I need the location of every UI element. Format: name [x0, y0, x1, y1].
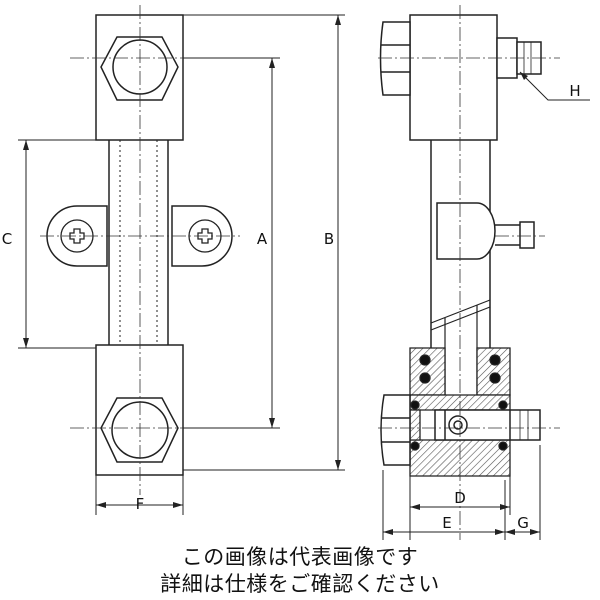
o-ring-icon — [489, 372, 501, 384]
side-bottom-assembly — [380, 394, 541, 466]
dimension-label-b: B — [324, 230, 334, 248]
dimension-label-h: H — [569, 82, 580, 100]
side-bottom-hex-nut — [380, 394, 411, 466]
section-cutaway — [409, 347, 511, 477]
o-ring-icon — [410, 400, 420, 410]
o-ring-icon — [419, 354, 431, 366]
dimension-label-a: A — [257, 230, 268, 248]
side-top-hex-nut — [379, 21, 411, 96]
side-top-block — [409, 14, 498, 141]
side-view — [379, 14, 542, 395]
dimension-label-c: C — [2, 230, 12, 248]
o-ring-icon — [410, 441, 420, 451]
dimension-label-g: G — [517, 514, 529, 532]
side-dimension-lines — [382, 71, 590, 540]
front-view — [46, 14, 233, 476]
caption-representative-image: この画像は代表画像です — [181, 545, 419, 569]
o-ring-icon — [489, 354, 501, 366]
side-mounting-clamp — [436, 202, 496, 260]
o-ring-icon — [498, 441, 508, 451]
front-dimension-lines — [18, 14, 345, 515]
caption-see-specifications: 詳細は仕様をご確認ください — [160, 572, 440, 596]
side-center-lines — [378, 5, 560, 540]
dimension-label-d: D — [454, 489, 466, 507]
front-arrowheads — [23, 15, 341, 508]
o-ring-icon — [498, 400, 508, 410]
o-ring-icon — [419, 372, 431, 384]
dimension-label-f: F — [136, 495, 145, 513]
dimension-label-e: E — [442, 514, 451, 532]
side-arrowheads — [383, 72, 540, 535]
